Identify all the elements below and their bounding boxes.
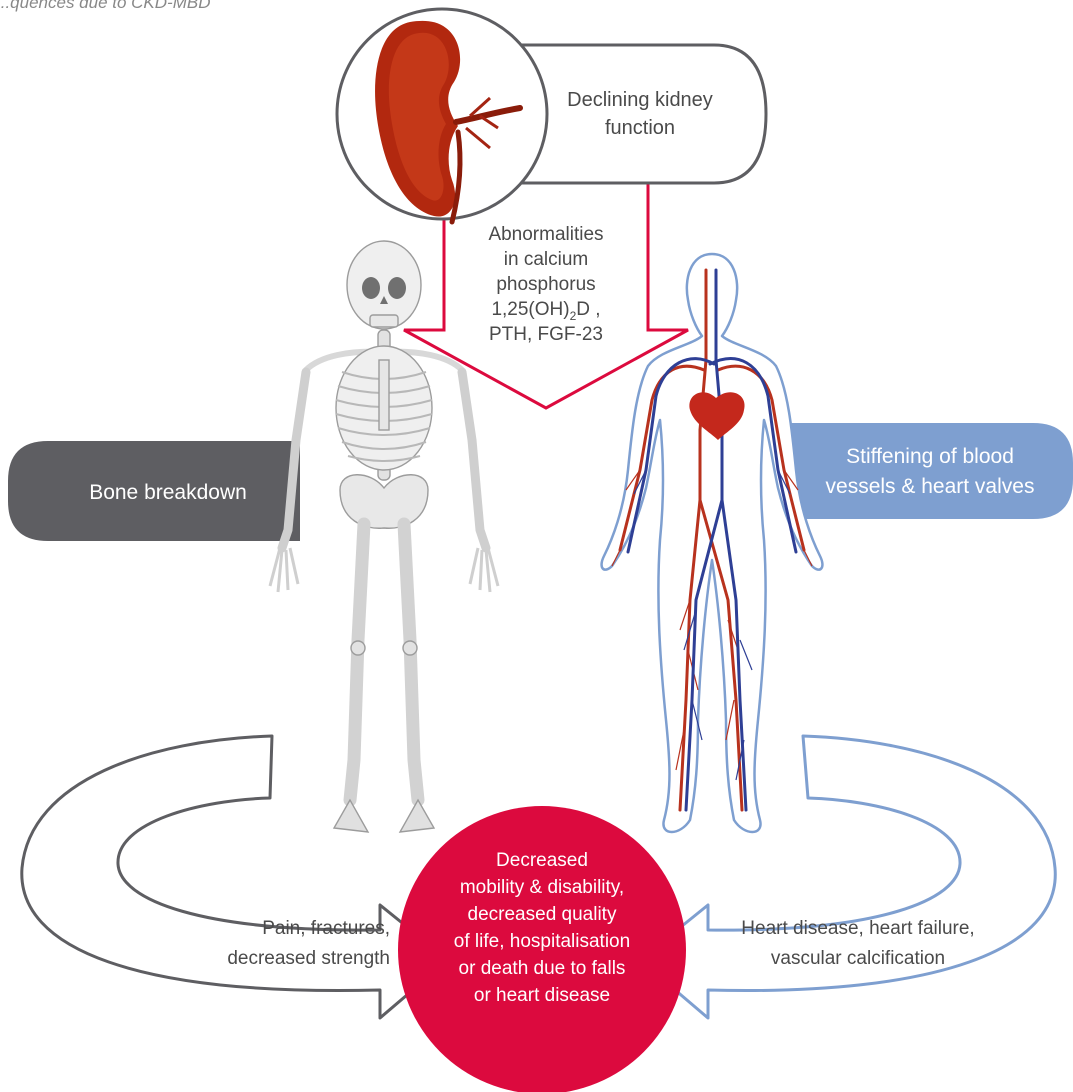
outcome-line6: or heart disease [474,985,610,1006]
abnormalities-line3: phosphorus [496,274,595,295]
left-loop-arrow [22,736,448,1018]
abnormalities-line1: Abnormalities [488,224,603,245]
abnormalities-line4: 1,25(OH)2D , [491,299,600,323]
stiffening-box [790,423,1073,519]
outcome-line5: or death due to falls [459,958,626,979]
abnormalities-line4-main: 1,25(OH) [491,299,569,320]
outcome-line3: decreased quality [468,904,617,925]
stiffening-label-line2: vessels & heart valves [826,475,1035,498]
abnormalities-line5: PTH, FGF-23 [489,324,603,345]
kidney-label-line2: function [605,117,675,139]
abnormalities-text: Abnormalities in calcium phosphorus 1,25… [488,224,603,345]
right-outcome-line1: Heart disease, heart failure, [741,918,974,939]
left-outcome-line2: decreased strength [227,948,390,969]
kidney-label-line1: Declining kidney [567,89,713,111]
abnormalities-line4-end: D , [576,299,600,320]
outcome-line1: Decreased [496,850,588,871]
right-loop-arrow [640,736,1055,1018]
bone-breakdown-label: Bone breakdown [89,481,247,504]
right-outcome-line2: vascular calcification [771,948,945,969]
stiffening-label-line1: Stiffening of blood [846,445,1014,468]
abnormalities-line2: in calcium [504,249,588,270]
outcome-line4: of life, hospitalisation [454,931,630,952]
outcome-line2: mobility & disability, [460,877,624,898]
caption-fragment: ...quences due to CKD-MBD [0,0,210,12]
left-outcome-line1: Pain, fractures, [262,918,390,939]
